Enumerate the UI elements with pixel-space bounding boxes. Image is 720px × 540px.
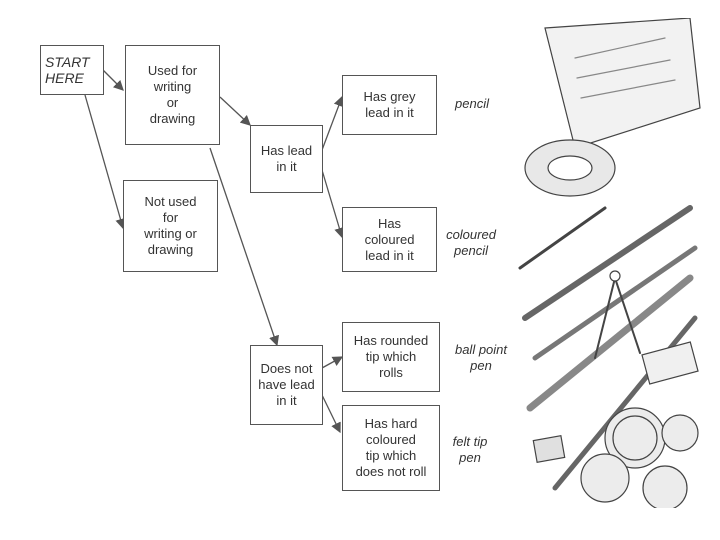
start-box: START HERE [40, 45, 104, 95]
arrow-start-to-not-used [84, 94, 126, 230]
arrow-has-lead-to-grey [321, 95, 344, 151]
not-used-for-writing-box: Not used for writing or drawing [123, 180, 218, 272]
arrow-used-to-no-lead [209, 147, 279, 347]
arrow-used-to-has-lead [219, 96, 251, 126]
grey-lead-box: Has grey lead in it [342, 75, 437, 135]
result-ball-point-pen: ball point pen [454, 342, 508, 373]
felt-pen-icon [552, 315, 698, 491]
compass-icon [594, 277, 641, 359]
calculator-icon [544, 18, 701, 149]
used-for-writing-box: Used for writing or drawing [125, 45, 220, 145]
pencil-icon [522, 205, 693, 321]
arrow-no-lead-to-hard [321, 394, 341, 434]
hard-tip-box: Has hard coloured tip which does not rol… [342, 405, 440, 491]
arrow-no-lead-to-rounded [321, 356, 344, 369]
ballpoint-pen-icon [526, 274, 694, 412]
eraser-icon [641, 341, 699, 385]
result-coloured-pencil: coloured pencil [446, 227, 496, 258]
arrow-start-to-used [102, 69, 124, 91]
no-lead-box: Does not have lead in it [250, 345, 323, 425]
result-felt-tip-pen: felt tip pen [452, 434, 488, 465]
sharpener-icon [532, 435, 566, 463]
coloured-lead-box: Has coloured lead in it [342, 207, 437, 272]
rounded-tip-box: Has rounded tip which rolls [342, 322, 440, 392]
arrow-has-lead-to-coloured [321, 169, 345, 239]
result-pencil: pencil [455, 96, 489, 111]
has-lead-box: Has lead in it [250, 125, 323, 193]
pen-icon [532, 245, 698, 361]
stationery-illustration [518, 18, 701, 508]
